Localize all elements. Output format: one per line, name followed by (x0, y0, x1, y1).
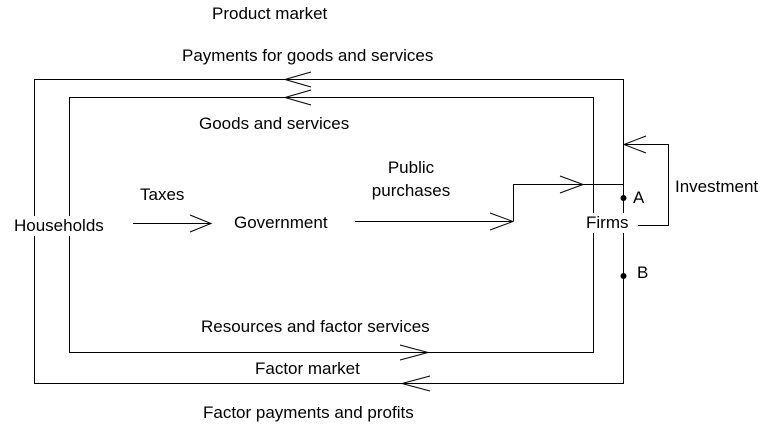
payments-arrowhead (283, 71, 312, 88)
point-a-marker (620, 195, 627, 201)
label-public-purchases-2: purchases (371, 181, 451, 200)
node-government: Government (234, 213, 328, 232)
point-a-label: A (633, 188, 645, 207)
node-households: Households (14, 216, 104, 236)
label-factor-payments: Factor payments and profits (203, 403, 414, 422)
label-resources: Resources and factor services (201, 317, 430, 336)
label-factor-market: Factor market (255, 359, 360, 378)
label-investment: Investment (675, 177, 759, 196)
inner-loop (69, 97, 594, 353)
label-payments-goods: Payments for goods and services (182, 46, 434, 65)
label-taxes: Taxes (140, 185, 185, 204)
point-b-marker (620, 273, 627, 279)
resources-arrowhead (399, 344, 430, 361)
public-purchases-arrowhead-low (489, 212, 515, 231)
point-b-label: B (637, 263, 649, 282)
node-firms: Firms (585, 213, 630, 233)
label-goods-services: Goods and services (199, 114, 350, 133)
goods-arrowhead (283, 89, 312, 106)
label-public-purchases-1: Public (387, 158, 435, 177)
public-purchases-arrowhead-high (559, 175, 585, 194)
title-product-market: Product market (212, 4, 328, 23)
investment-loop (624, 144, 669, 226)
taxes-arrowhead (189, 214, 213, 233)
factor-payments-arrowhead (400, 375, 431, 392)
investment-arrowhead (622, 135, 647, 154)
